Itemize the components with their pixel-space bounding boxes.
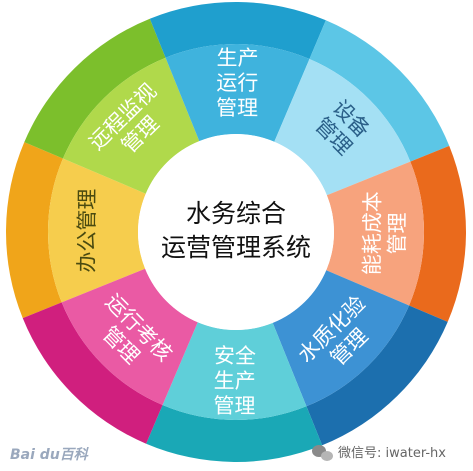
segment-label-line: 办公管理 — [75, 189, 100, 273]
inner-segment-energy — [326, 161, 424, 306]
wechat-watermark-text: 微信号: iwater-hx — [338, 446, 446, 461]
segment-label-line: 安全 — [214, 344, 256, 368]
inner-segment-production — [165, 44, 310, 142]
inner-segment-safety — [162, 322, 307, 421]
segment-label-energy: 能耗成本管理 — [360, 191, 410, 275]
wechat-watermark: 微信号: iwater-hx — [312, 445, 446, 461]
wechat-icon — [312, 445, 333, 461]
baidu-watermark-text: Bai du百科 — [10, 446, 90, 463]
outer-ring — [5, 2, 466, 462]
outer-segment-remote — [24, 18, 166, 159]
inner-segment-remote — [62, 57, 200, 194]
outer-segment-office — [5, 142, 63, 319]
segment-label-line: 能耗成本 — [360, 191, 385, 275]
outer-segment-safety — [146, 405, 323, 462]
segment-label-line: 生产 — [216, 46, 258, 70]
segment-label-line: 管理 — [216, 96, 258, 120]
segment-label-line: 运行 — [216, 71, 258, 95]
inner-segment-assessment — [61, 268, 198, 406]
outer-segment-energy — [409, 145, 466, 322]
inner-segment-office — [48, 158, 146, 303]
center-title-line1: 水务综合 — [186, 199, 286, 228]
outer-segment-quality — [306, 305, 448, 446]
outer-segment-equipment — [309, 20, 450, 162]
baidu-watermark: Bai du百科 — [10, 446, 90, 463]
segment-label-office: 办公管理 — [75, 189, 100, 273]
outer-segment-assessment — [22, 302, 163, 444]
outer-segment-production — [149, 2, 326, 59]
segment-label-line: 管理 — [213, 394, 255, 418]
inner-segment-equipment — [274, 58, 411, 196]
segment-label-line: 生产 — [214, 369, 256, 393]
inner-ring — [48, 44, 424, 421]
center-hub — [138, 134, 334, 330]
segment-label-line: 管理 — [385, 212, 409, 254]
inner-segment-quality — [272, 270, 410, 407]
center-title-line2: 运营管理系统 — [161, 233, 311, 262]
